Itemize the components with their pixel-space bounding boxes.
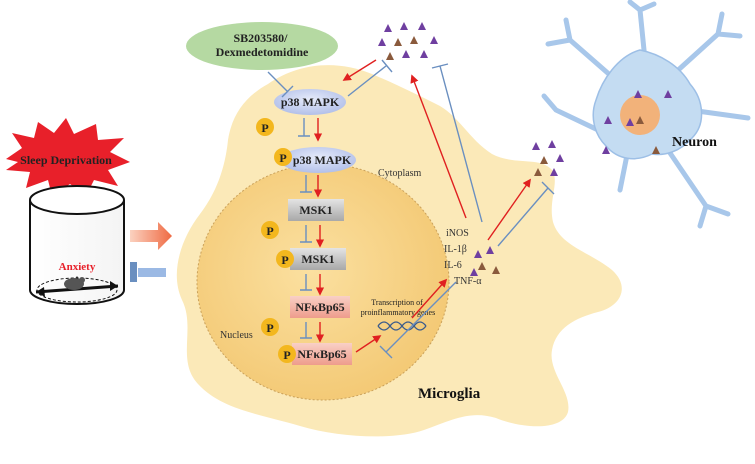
phosphate-p38-b: P [274,148,292,166]
anxiety-label: Anxiety [59,261,96,273]
transcription-label: Transcription of proinflammatory genes [361,298,435,317]
svg-text:P: P [266,321,273,335]
dna-to-cytokine-arrow [411,278,448,319]
p-msk1-label: MSK1 [301,252,334,266]
sleep-deprivation-label: Sleep Deprivation [20,153,112,167]
sleep-deprivation-star [6,118,130,196]
cytokine-triangles-cell [470,246,500,276]
inhibitor-block-feedback [347,59,393,97]
p-p38-label: p38 MAPK [293,153,352,167]
svg-text:P: P [279,151,286,165]
cytokine-to-p38-feedback [342,59,377,81]
p-msk1-node [290,248,346,270]
msk1-node [288,199,344,221]
msk1-label: MSK1 [299,203,332,217]
anxiety-apparatus [29,185,125,305]
cytoplasm-label: Cytoplasm [378,168,422,179]
phosphate-msk1-a: P [261,221,279,239]
phosphate-msk1-b: P [276,250,294,268]
cytokine-triangles-top [378,22,438,60]
cell-inhibition-bar [130,262,166,282]
nfkb-node [290,296,350,318]
inhibitor-label: SB203580/ Dexmedetomidine [216,31,309,59]
phosphate-nfkb-a: P [261,318,279,336]
cascade-activation-arrows [313,118,325,343]
p-nfkb-label: NFκBp65 [297,347,346,361]
nucleus-label: Nucleus [220,330,253,341]
phosphate-nfkb-b: P [278,345,296,363]
p38-node [274,89,346,115]
mouse-icon [64,278,84,290]
p-p38-node [280,147,356,173]
svg-text:P: P [266,224,273,238]
neuron-label: Neuron [672,135,717,150]
cytokine-triangles-mid [532,140,564,176]
cytokine-to-dna-inhibition [379,281,457,359]
cytokine-il6: IL-6 [444,260,462,271]
neuron-block-line [497,181,555,247]
inhibitor-to-p38 [267,71,294,98]
p38-label: p38 MAPK [281,95,340,109]
stress-activation-arrow [130,222,172,250]
svg-text:P: P [283,348,290,362]
nucleus [196,163,450,401]
cytokine-triangles-neuron [602,90,672,154]
nfkb-label: NFκBp65 [295,300,344,314]
dna-helix [377,321,427,331]
phosphate-p38-a: P [256,118,274,136]
cytokine-inos: iNOS [446,228,469,239]
neuron-cell [541,0,751,229]
nfkb-to-dna-arrow [355,335,382,353]
svg-text:P: P [281,253,288,267]
cell-to-neuron-arrow [487,178,531,241]
cascade-inhibition-lines [298,118,312,339]
cytokine-tnfa: TNF-α [454,276,482,287]
cytokine-il1b: IL-1β [444,244,467,255]
cell-to-release-arrow [410,74,467,219]
inhibitor-ellipse [186,22,338,70]
microglia-label: Microglia [418,386,481,402]
neuron-nucleus [620,95,660,135]
svg-text:P: P [261,121,268,135]
release-block-line [431,63,483,223]
p-nfkb-node [292,343,352,365]
